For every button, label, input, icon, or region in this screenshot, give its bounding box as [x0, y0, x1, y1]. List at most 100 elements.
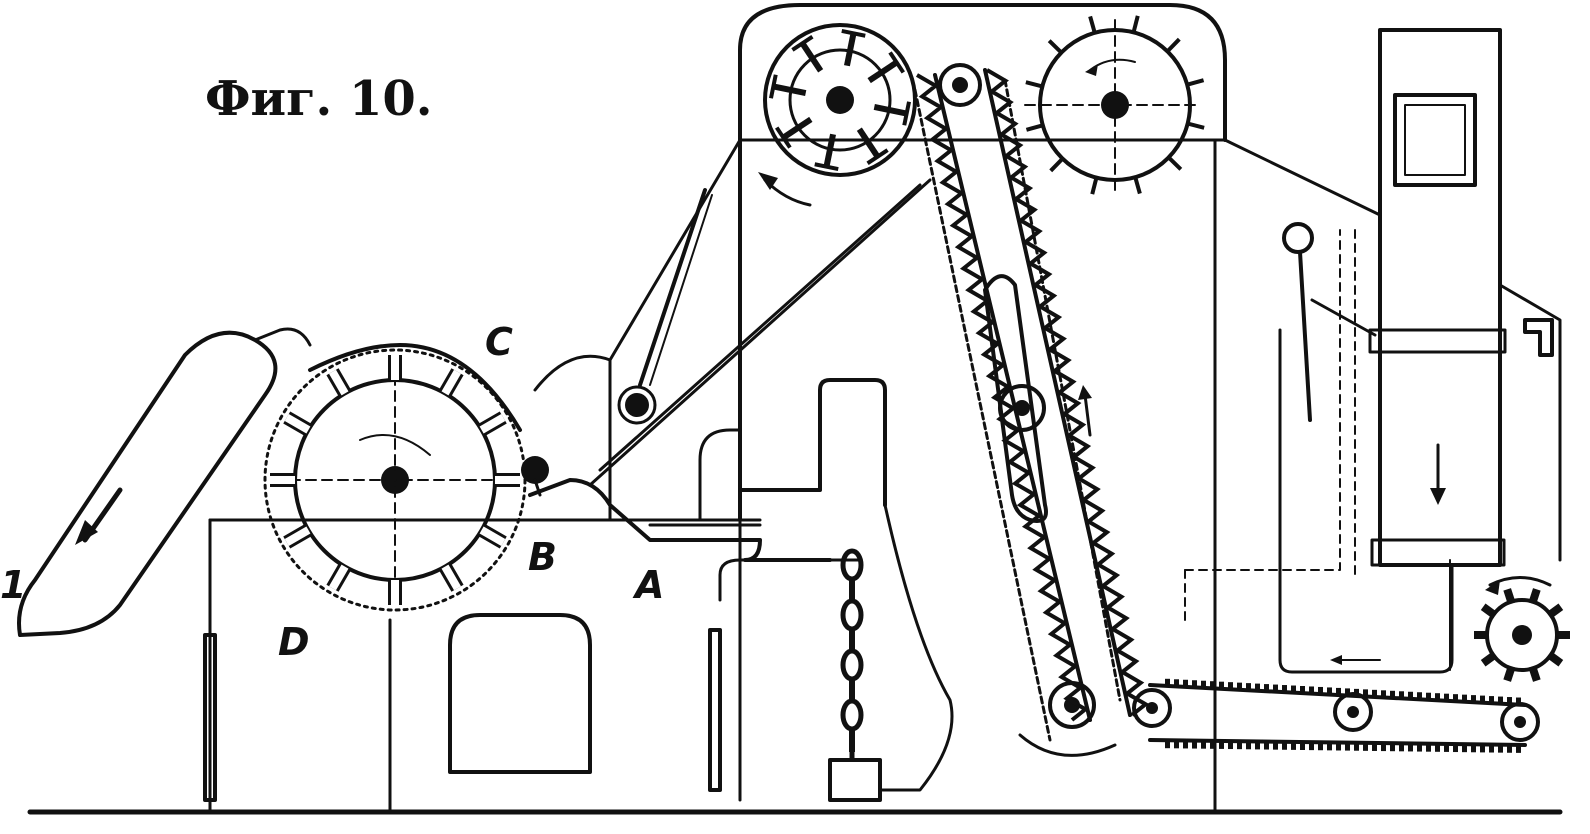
- conveyor-tooth: [1399, 691, 1404, 700]
- conveyor-tooth: [1255, 683, 1260, 692]
- conveyor-tooth: [1444, 693, 1449, 702]
- cylinder-spike-head: [814, 162, 839, 171]
- conveyor-tooth: [1462, 694, 1467, 703]
- wheel-tooth: [1133, 176, 1142, 195]
- drum-peg-inner: [441, 369, 461, 396]
- conveyor-tooth: [1381, 690, 1386, 699]
- conveyor-tooth: [1390, 690, 1395, 699]
- bottom-conveyor: [1132, 678, 1540, 753]
- conveyor-tooth: [1237, 741, 1242, 750]
- conveyor-tooth: [1471, 695, 1476, 704]
- conveyor-tooth: [1201, 680, 1206, 689]
- conveyor-tooth: [1192, 680, 1197, 689]
- drum-peg-inner: [441, 564, 461, 591]
- conveyor-tooth: [1453, 744, 1458, 753]
- conveyor-tooth: [1408, 743, 1413, 752]
- cylinder-spike-head: [775, 126, 792, 149]
- cylinder-spike: [772, 83, 807, 96]
- machine-frame: [208, 3, 1562, 814]
- feed-rod: [617, 188, 713, 425]
- conveyor-tooth: [1372, 689, 1377, 698]
- conveyor-tooth: [1210, 681, 1215, 690]
- top-spiked-cylinder: [758, 23, 917, 207]
- conveyor-tooth: [1516, 744, 1521, 753]
- conveyor-tooth: [1453, 694, 1458, 703]
- conveyor-tooth: [1246, 741, 1251, 750]
- beater-drum-c: [263, 343, 527, 612]
- cylinder-spike: [781, 116, 813, 141]
- conveyor-tooth: [1309, 686, 1314, 695]
- conveyor-tooth: [1363, 742, 1368, 751]
- conveyor-tooth: [1417, 692, 1422, 701]
- cylinder-spike-head: [791, 35, 814, 52]
- conveyor-tooth: [1435, 743, 1440, 752]
- conveyor-tooth: [1255, 741, 1260, 750]
- label-1: 1: [0, 563, 26, 607]
- conveyor-tooth: [1165, 740, 1170, 749]
- chain-weight: [828, 548, 882, 802]
- apron-teeth-right: [985, 68, 1150, 717]
- conveyor-tooth: [1462, 744, 1467, 753]
- cylinder-spike-head: [841, 29, 866, 38]
- conveyor-tooth: [1174, 679, 1179, 688]
- conveyor-tooth: [1498, 744, 1503, 753]
- apron-teeth-left: [915, 73, 1089, 722]
- conveyor-tooth: [1363, 689, 1368, 698]
- conveyor-tooth: [1282, 685, 1287, 694]
- conveyor-tooth: [1291, 741, 1296, 750]
- conveyor-tooth: [1219, 681, 1224, 690]
- wheel-tooth: [1025, 123, 1044, 132]
- gear-tooth: [1528, 665, 1541, 682]
- drum-peg-inner: [284, 414, 311, 434]
- star-gear: [1474, 576, 1570, 682]
- conveyor-tooth: [1264, 741, 1269, 750]
- conveyor-tooth: [1498, 696, 1503, 705]
- conveyor-tooth: [1426, 743, 1431, 752]
- gear-tooth: [1546, 603, 1564, 619]
- conveyor-tooth: [1273, 741, 1278, 750]
- conveyor-tooth: [1174, 740, 1179, 749]
- chain-link: [840, 548, 864, 582]
- drum-peg-inner: [329, 369, 349, 396]
- conveyor-tooth: [1354, 688, 1359, 697]
- wheel-tooth: [1167, 155, 1183, 171]
- conveyor-tooth: [1309, 742, 1314, 751]
- wheel-tooth: [1165, 37, 1181, 53]
- label-d: D: [278, 620, 310, 664]
- wheel-tooth: [1186, 78, 1205, 87]
- drum-peg-inner: [479, 526, 506, 546]
- gear-tooth: [1480, 603, 1498, 619]
- wheel-tooth: [1025, 80, 1043, 89]
- wheel-tooth: [1090, 177, 1099, 195]
- conveyor-tooth: [1426, 692, 1431, 701]
- gear-tooth: [1546, 651, 1564, 667]
- conveyor-tooth: [1507, 697, 1512, 706]
- conveyor-tooth: [1444, 743, 1449, 752]
- vertical-hopper: [1368, 28, 1554, 567]
- conveyor-tooth: [1354, 742, 1359, 751]
- conveyor-tooth: [1228, 741, 1233, 750]
- top-toothed-wheel: [1024, 15, 1205, 196]
- drum-peg-inner: [479, 414, 506, 434]
- cylinder-spike: [844, 32, 857, 67]
- feed-trough: [17, 327, 312, 637]
- drum-peg-inner: [284, 526, 311, 546]
- gear-tooth: [1480, 651, 1498, 667]
- cylinder-spike: [873, 104, 908, 117]
- conveyor-tooth: [1399, 743, 1404, 752]
- cylinder-spike-head: [888, 51, 905, 74]
- conveyor-tooth: [1318, 686, 1323, 695]
- cylinder-spike-head: [902, 101, 911, 126]
- conveyor-tooth: [1282, 741, 1287, 750]
- conveyor-tooth: [1408, 691, 1413, 700]
- side-brackets: [203, 628, 722, 802]
- conveyor-tooth: [1183, 679, 1188, 688]
- conveyor-tooth: [1219, 740, 1224, 749]
- conveyor-tooth: [1165, 678, 1170, 687]
- cylinder-spike-head: [769, 74, 778, 99]
- conveyor-tooth: [1201, 740, 1206, 749]
- conveyor-tooth: [1336, 687, 1341, 696]
- conveyor-tooth: [1327, 687, 1332, 696]
- chain-link: [840, 598, 864, 632]
